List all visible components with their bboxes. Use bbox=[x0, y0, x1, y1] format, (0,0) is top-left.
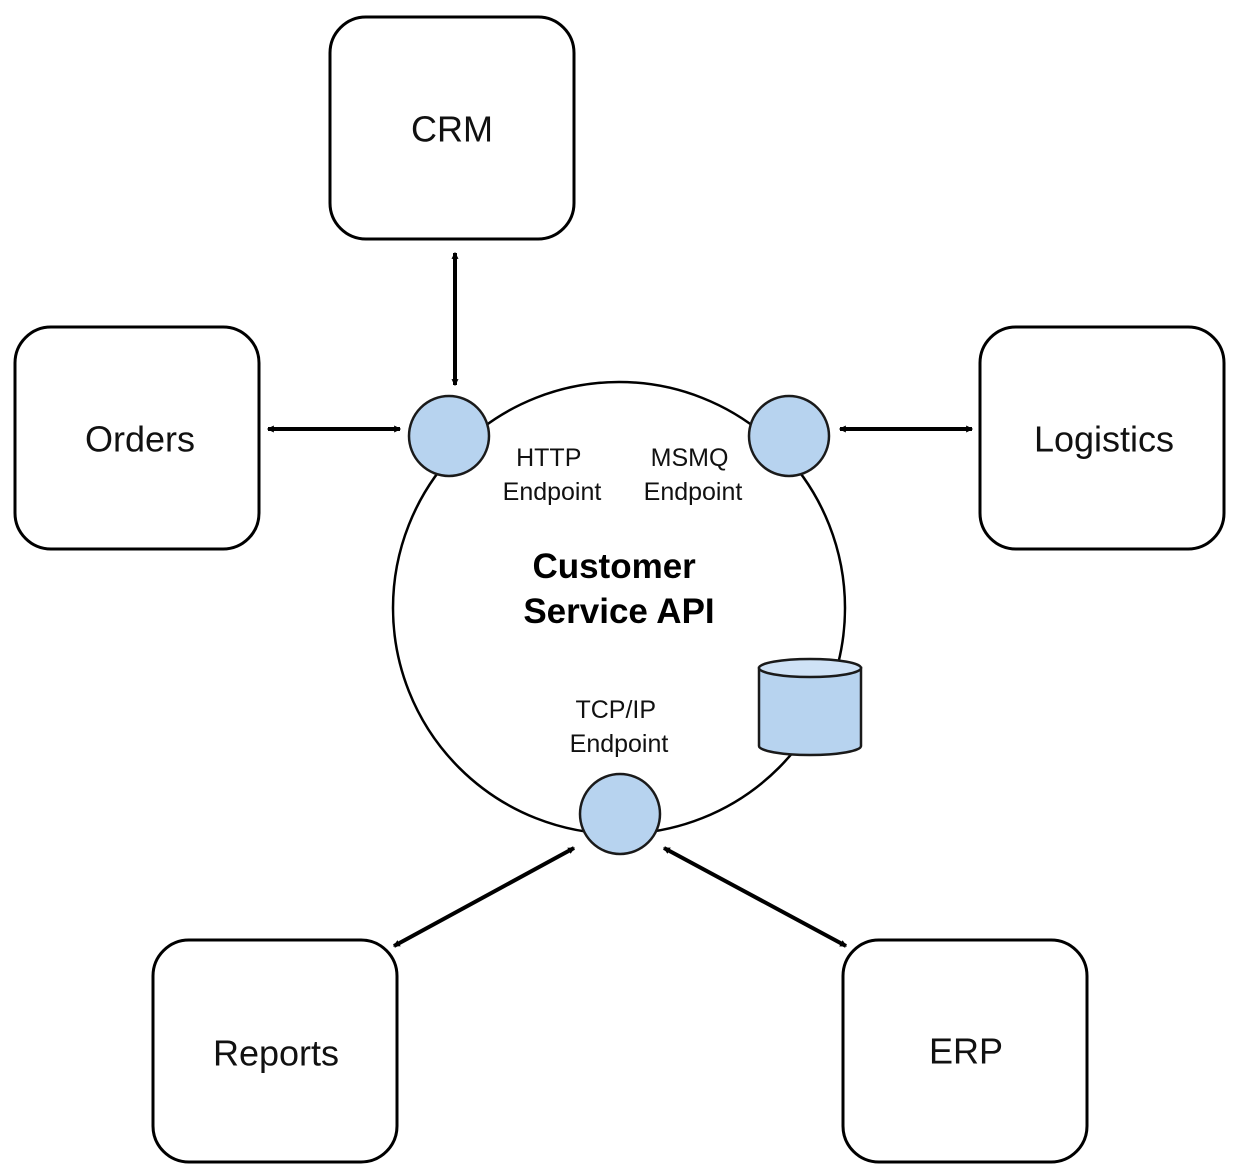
http-endpoint-label-line2: Endpoint bbox=[503, 478, 602, 506]
http-endpoint-label: HTTP Endpoint bbox=[503, 444, 602, 506]
msmq-endpoint-label: MSMQ Endpoint bbox=[644, 444, 743, 506]
tcpip-endpoint-label: TCP/IP Endpoint bbox=[570, 696, 669, 758]
orders-node: Orders bbox=[13, 325, 261, 551]
tcpip-endpoint-node bbox=[578, 772, 662, 856]
crm-node: CRM bbox=[328, 15, 576, 241]
connector-tcpip-reports bbox=[392, 846, 576, 948]
tcpip-endpoint-label-line2: Endpoint bbox=[570, 730, 669, 758]
tcpip-endpoint-label-line1: TCP/IP bbox=[575, 696, 655, 724]
hub-title: Customer Service API bbox=[523, 547, 714, 631]
msmq-endpoint-label-line2: Endpoint bbox=[644, 478, 743, 506]
erp-node: ERP bbox=[841, 938, 1089, 1164]
database-top bbox=[757, 657, 863, 679]
hub-title-line1: Customer bbox=[532, 547, 696, 586]
crm-label: CRM bbox=[411, 109, 493, 150]
logistics-node: Logistics bbox=[978, 325, 1226, 551]
logistics-box bbox=[978, 325, 1226, 551]
database-body bbox=[757, 666, 863, 757]
reports-box bbox=[151, 938, 399, 1164]
erp-label: ERP bbox=[929, 1031, 1003, 1072]
erp-box bbox=[841, 938, 1089, 1164]
reports-label: Reports bbox=[213, 1033, 339, 1074]
database-cylinder-icon bbox=[757, 657, 863, 757]
reports-node: Reports bbox=[151, 938, 399, 1164]
msmq-endpoint-label-line1: MSMQ bbox=[651, 444, 729, 472]
http-endpoint-label-line1: HTTP bbox=[516, 444, 581, 472]
msmq-endpoint-node bbox=[747, 394, 831, 478]
orders-label: Orders bbox=[85, 419, 195, 460]
http-endpoint-node bbox=[407, 394, 491, 478]
orders-box bbox=[13, 325, 261, 551]
connector-tcpip-erp bbox=[662, 846, 848, 948]
hub-title-line2: Service API bbox=[523, 592, 714, 631]
crm-box bbox=[328, 15, 576, 241]
logistics-label: Logistics bbox=[1034, 419, 1174, 460]
